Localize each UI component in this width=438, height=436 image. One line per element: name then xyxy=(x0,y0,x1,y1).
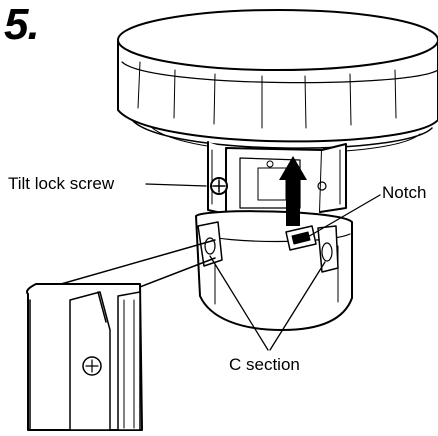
callout-leaders xyxy=(145,183,381,351)
c-section-leader-left xyxy=(209,255,269,351)
c-section-leader-right xyxy=(269,261,326,351)
dome-holder xyxy=(195,210,353,331)
tilt-lock-screw-leader xyxy=(145,183,207,187)
step-number: 5. xyxy=(4,0,40,49)
screw-icon xyxy=(210,177,228,195)
c-section-label: C section xyxy=(229,355,300,374)
tilt-lock-screw-label: Tilt lock screw xyxy=(8,174,115,193)
notch-leader xyxy=(305,194,381,239)
magnified-detail xyxy=(26,239,216,431)
camera-mount-bracket xyxy=(207,141,347,215)
arrow-up-icon xyxy=(279,156,307,226)
notch-label: Notch xyxy=(382,183,427,202)
camera-base-housing xyxy=(117,9,438,154)
